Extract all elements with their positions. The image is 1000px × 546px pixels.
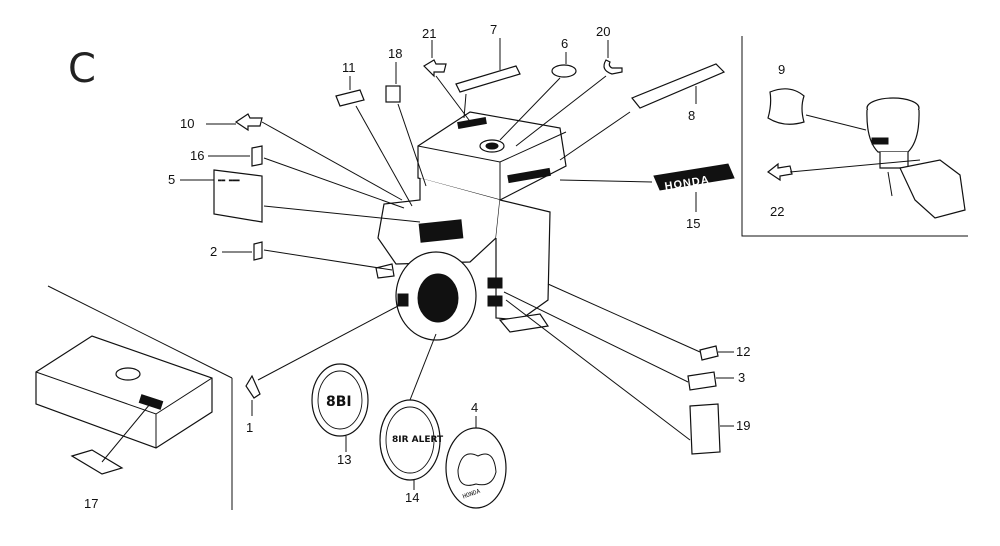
- tank-side-mark: [507, 167, 551, 184]
- leader-9: [805, 114, 867, 131]
- inset-air-cleaner: 9 22: [741, 36, 968, 237]
- leader-11-engine: [355, 105, 413, 207]
- leader-22: [789, 159, 921, 173]
- leader-10-engine: [261, 121, 403, 201]
- part-11-sticker: [335, 89, 365, 107]
- tank-detail-body: [35, 335, 213, 449]
- part-10-arrow: [234, 113, 263, 132]
- tank-detail-cap: [115, 367, 141, 381]
- leader-17: [101, 403, 151, 463]
- engine-block: [377, 178, 501, 265]
- part-6-oval: [551, 64, 577, 78]
- tank-detail-mark: [138, 394, 164, 410]
- part-2-sticker: [253, 241, 263, 261]
- callout-14: 14: [405, 490, 419, 505]
- callout-15: 15: [686, 216, 700, 231]
- part-5-plate: [213, 169, 263, 223]
- inset-base: [879, 152, 909, 169]
- part-17-sticker: [70, 449, 124, 475]
- engine-assembly: [375, 111, 567, 341]
- recoil-hub: [417, 273, 459, 323]
- leader-20-tank: [515, 75, 607, 147]
- callout-3: 3: [738, 370, 745, 385]
- part-4-badge: HONDA: [445, 427, 507, 509]
- inset-label-mark: [871, 137, 889, 145]
- part-20-hook: [603, 59, 623, 75]
- starter-mark: [397, 293, 409, 307]
- callout-20: 20: [596, 24, 610, 39]
- engine-side: [495, 199, 551, 321]
- engine-label-mark: [418, 219, 464, 243]
- part-15-plate: [653, 163, 735, 191]
- fuel-cap-center: [485, 142, 499, 150]
- inset-body: [866, 109, 920, 153]
- inset-stem: [887, 171, 893, 197]
- part-18-sticker: [385, 85, 401, 103]
- cutaway-line-top: [47, 285, 233, 379]
- leader-2-engine: [263, 249, 393, 271]
- callout-17: 17: [84, 496, 98, 511]
- part-12-sticker: [699, 345, 719, 361]
- tank-detail: 17: [35, 335, 213, 511]
- callout-4: 4: [471, 400, 478, 415]
- leader-15: [559, 179, 653, 183]
- part-14-badge: 8IR ALERT: [379, 399, 444, 481]
- part-5-text: ▬▬ ▬▬▬: [218, 177, 240, 184]
- part-8-strip: [631, 63, 726, 109]
- leader-1-engine: [257, 305, 399, 381]
- callout-6: 6: [561, 36, 568, 51]
- leader-6-cap: [499, 77, 561, 141]
- leader-8-tank: [559, 111, 631, 161]
- inset-frame: [741, 36, 968, 237]
- callout-1: 1: [246, 420, 253, 435]
- leader-18-engine: [397, 103, 427, 187]
- badge-14-inner: [385, 406, 435, 474]
- part-7-strip: [455, 65, 521, 93]
- leader-14-engine: [409, 333, 437, 401]
- inset-bracket: [899, 159, 966, 219]
- tank-label-mark: [457, 117, 487, 129]
- leader-16-engine: [263, 157, 405, 209]
- badge-13-text: 8BI: [326, 394, 352, 410]
- side-mark-a: [487, 277, 503, 289]
- callout-5: 5: [168, 172, 175, 187]
- leader-3-engine: [503, 291, 689, 383]
- badge-13-inner: [317, 370, 363, 430]
- section-letter: C: [68, 46, 96, 92]
- part-21-arrow: [423, 59, 447, 78]
- callout-8: 8: [688, 108, 695, 123]
- leader-19-engine: [505, 299, 691, 441]
- part-16-sticker: [251, 145, 263, 167]
- callout-10: 10: [180, 116, 194, 131]
- leader-5-engine: [263, 205, 421, 223]
- leader-12-engine: [547, 283, 701, 353]
- callout-11: 11: [342, 60, 356, 75]
- callout-12: 12: [736, 344, 750, 359]
- part-13-badge: 8BI: [311, 363, 369, 437]
- callout-13: 13: [337, 452, 351, 467]
- badge-14-text: 8IR ALERT: [392, 435, 444, 445]
- part-3-sticker: [687, 371, 717, 391]
- part-19-sticker: [689, 403, 721, 455]
- part-9-sticker: [767, 88, 805, 125]
- badge-4-wing: [457, 453, 497, 486]
- callout-18: 18: [388, 46, 402, 61]
- callout-7: 7: [490, 22, 497, 37]
- side-mark-b: [487, 295, 503, 307]
- engine-lever: [375, 263, 395, 279]
- part-22-arrow: [766, 162, 793, 182]
- part-1-sticker: [245, 374, 261, 399]
- leader-21-tank: [435, 75, 473, 125]
- callout-19: 19: [736, 418, 750, 433]
- callout-16: 16: [190, 148, 204, 163]
- callout-9: 9: [778, 62, 785, 77]
- callout-22: 22: [770, 204, 784, 219]
- callout-21: 21: [422, 26, 436, 41]
- callout-2: 2: [210, 244, 217, 259]
